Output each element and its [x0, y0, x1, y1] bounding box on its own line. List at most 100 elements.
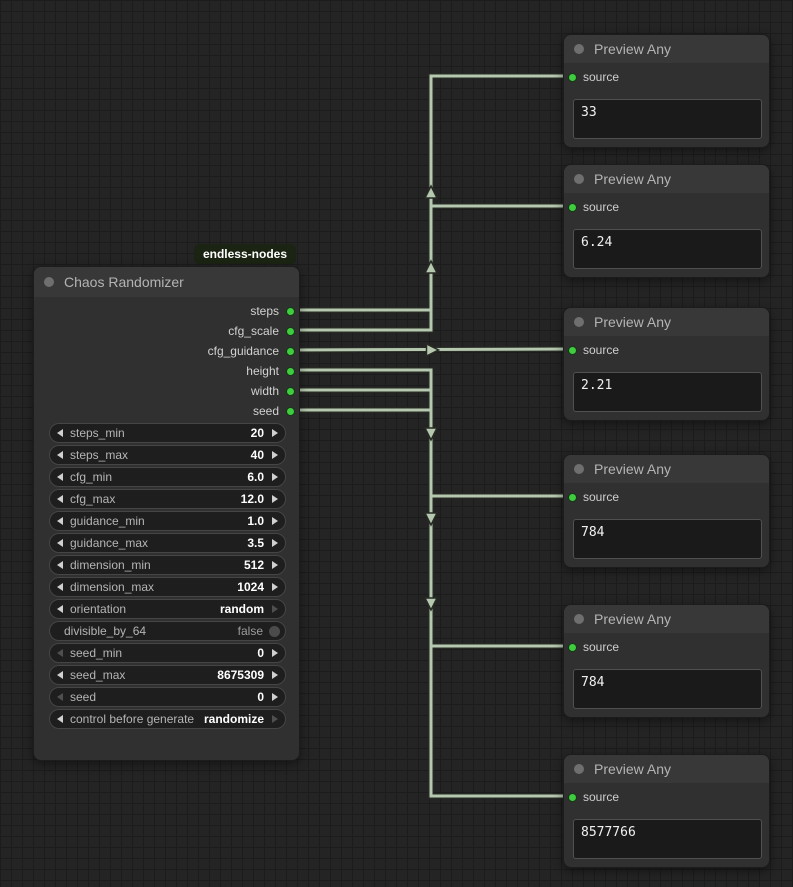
- increment-arrow-icon[interactable]: [272, 693, 278, 701]
- preview-value-box[interactable]: 33: [573, 99, 762, 139]
- preview-value-box[interactable]: 6.24: [573, 229, 762, 269]
- decrement-arrow-icon[interactable]: [57, 583, 63, 591]
- output-slot-label: width: [250, 384, 279, 398]
- output-connector-icon[interactable]: [286, 326, 295, 336]
- increment-arrow-icon[interactable]: [272, 539, 278, 547]
- preview-value-box[interactable]: 784: [573, 669, 762, 709]
- collapse-dot-icon[interactable]: [574, 464, 584, 474]
- output-connector-icon[interactable]: [286, 306, 295, 316]
- node-title-bar[interactable]: Preview Any: [564, 165, 769, 193]
- decrement-arrow-icon[interactable]: [57, 715, 63, 723]
- widget-value: 6.0: [247, 470, 264, 484]
- input-connector-icon[interactable]: [568, 202, 577, 212]
- output-connector-icon[interactable]: [286, 346, 295, 356]
- collapse-dot-icon[interactable]: [44, 277, 54, 287]
- input-slot-label: source: [583, 640, 620, 654]
- collapse-dot-icon[interactable]: [574, 174, 584, 184]
- collapse-dot-icon[interactable]: [574, 614, 584, 624]
- increment-arrow-icon[interactable]: [272, 561, 278, 569]
- decrement-arrow-icon[interactable]: [57, 649, 63, 657]
- increment-arrow-icon[interactable]: [272, 715, 278, 723]
- input-connector-icon[interactable]: [568, 792, 577, 802]
- collapse-dot-icon[interactable]: [574, 764, 584, 774]
- increment-arrow-icon[interactable]: [272, 605, 278, 613]
- increment-arrow-icon[interactable]: [272, 429, 278, 437]
- node-title-bar[interactable]: Preview Any: [564, 35, 769, 63]
- decrement-arrow-icon[interactable]: [57, 671, 63, 679]
- output-connector-icon[interactable]: [286, 406, 295, 416]
- widget-guidance_max[interactable]: guidance_max 3.5: [49, 533, 286, 553]
- preview-value-box[interactable]: 784: [573, 519, 762, 559]
- node-title-bar[interactable]: Preview Any: [564, 455, 769, 483]
- collapse-dot-icon[interactable]: [574, 44, 584, 54]
- increment-arrow-icon[interactable]: [272, 495, 278, 503]
- increment-arrow-icon[interactable]: [272, 473, 278, 481]
- increment-arrow-icon[interactable]: [272, 671, 278, 679]
- widget-value: 20: [250, 426, 264, 440]
- preview-value-box[interactable]: 2.21: [573, 372, 762, 412]
- decrement-arrow-icon[interactable]: [57, 473, 63, 481]
- widget-label: seed_min: [70, 646, 123, 660]
- input-connector-icon[interactable]: [568, 72, 577, 82]
- node-title-bar[interactable]: Preview Any: [564, 308, 769, 336]
- preview-value-box[interactable]: 8577766: [573, 819, 762, 859]
- node-title: Preview Any: [594, 761, 672, 777]
- output-slot-cfg_scale: cfg_scale: [34, 321, 299, 341]
- input-slot-source: source: [564, 487, 769, 507]
- decrement-arrow-icon[interactable]: [57, 517, 63, 525]
- widget-value: 3.5: [247, 536, 264, 550]
- widget-value: 0: [257, 690, 264, 704]
- widget-label: orientation: [70, 602, 127, 616]
- input-connector-icon[interactable]: [568, 642, 577, 652]
- preview-any-node[interactable]: Preview Any source 784: [563, 604, 770, 718]
- decrement-arrow-icon[interactable]: [57, 539, 63, 547]
- output-connector-icon[interactable]: [286, 386, 295, 396]
- widget-label: seed_max: [70, 668, 126, 682]
- output-slot-label: height: [246, 364, 279, 378]
- node-title: Preview Any: [594, 314, 672, 330]
- decrement-arrow-icon[interactable]: [57, 605, 63, 613]
- input-connector-icon[interactable]: [568, 345, 577, 355]
- input-connector-icon[interactable]: [568, 492, 577, 502]
- collapse-dot-icon[interactable]: [574, 317, 584, 327]
- decrement-arrow-icon[interactable]: [57, 693, 63, 701]
- increment-arrow-icon[interactable]: [272, 583, 278, 591]
- decrement-arrow-icon[interactable]: [57, 429, 63, 437]
- node-title: Preview Any: [594, 611, 672, 627]
- node-title-bar[interactable]: Chaos Randomizer: [34, 267, 299, 297]
- preview-any-node[interactable]: Preview Any source 784: [563, 454, 770, 568]
- widget-value: 1.0: [247, 514, 264, 528]
- node-title-bar[interactable]: Preview Any: [564, 605, 769, 633]
- output-connector-icon[interactable]: [286, 366, 295, 376]
- node-title-bar[interactable]: Preview Any: [564, 755, 769, 783]
- decrement-arrow-icon[interactable]: [57, 451, 63, 459]
- increment-arrow-icon[interactable]: [272, 517, 278, 525]
- widget-label: guidance_max: [70, 536, 149, 550]
- toggle-off-icon[interactable]: [269, 625, 280, 637]
- increment-arrow-icon[interactable]: [272, 451, 278, 459]
- increment-arrow-icon[interactable]: [272, 649, 278, 657]
- decrement-arrow-icon[interactable]: [57, 561, 63, 569]
- widget-value: 40: [250, 448, 264, 462]
- decrement-arrow-icon[interactable]: [57, 495, 63, 503]
